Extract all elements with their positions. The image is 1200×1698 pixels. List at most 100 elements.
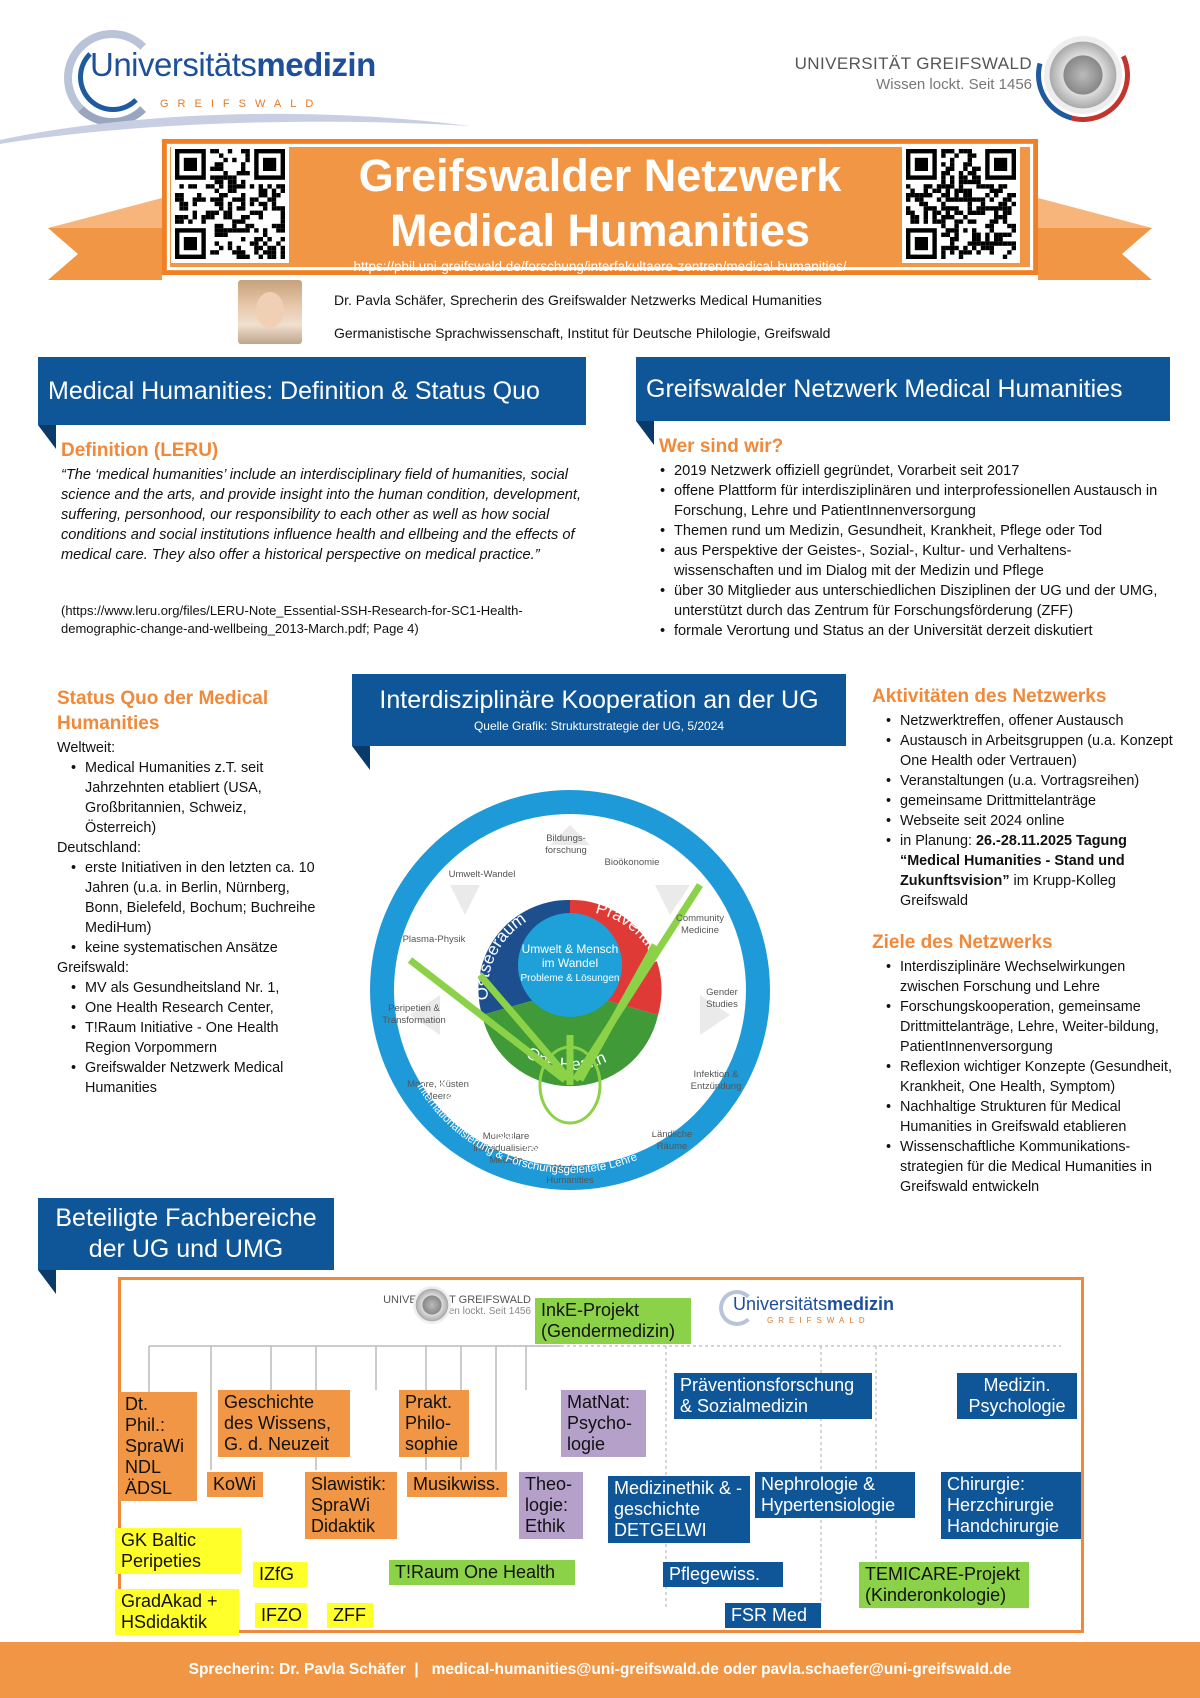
list-item: Nachhaltige Strukturen für Medical Human… — [886, 1097, 1176, 1137]
svg-text:Medicine: Medicine — [681, 925, 719, 936]
footer-contact[interactable]: Sprecherin: Dr. Pavla Schäfer | medical-… — [0, 1642, 1200, 1698]
definition-source: (https://www.leru.org/files/LERU-Note_Es… — [61, 603, 523, 636]
list-item: One Health Research Center, — [71, 998, 317, 1018]
svg-text:Peripetien &: Peripetien & — [388, 1003, 440, 1014]
box-fsr-med: FSR Med — [725, 1603, 821, 1628]
svg-text:individualisierte: individualisierte — [474, 1143, 539, 1154]
network-url[interactable]: https://phil.uni-greifswald.de/forschung… — [353, 259, 847, 274]
list-item: Veranstaltungen (u.a. Vortragsreihen) — [886, 771, 1176, 791]
svg-text:Moore, Küsten: Moore, Küsten — [407, 1079, 469, 1090]
list-item: aus Perspektive der Geistes-, Sozial-, K… — [660, 541, 1170, 581]
list-item: 2019 Netzwerk offiziell gegründet, Vorar… — [660, 461, 1170, 481]
svg-text:Umwelt & Mensch: Umwelt & Mensch — [522, 942, 619, 956]
list-item: Medical Humanities z.T. seit Jahrzehnten… — [71, 758, 317, 838]
qr-code-left[interactable] — [171, 145, 289, 263]
ug-logo: UNIVERSITÄT GREIFSWALD Wissen lockt. Sei… — [795, 10, 1160, 140]
who-heading: Wer sind wir? — [659, 436, 784, 457]
box-zff: ZFF — [327, 1603, 373, 1628]
svg-text:Bildungs-: Bildungs- — [546, 833, 586, 844]
box-izfg: IZfG — [253, 1562, 307, 1587]
svg-text:Infektion &: Infektion & — [694, 1069, 740, 1080]
definition-heading: Definition (LERU) — [61, 440, 219, 461]
svg-text:Studies: Studies — [706, 999, 738, 1010]
goals-heading: Ziele des Netzwerks — [872, 932, 1053, 953]
header-fold — [38, 425, 56, 449]
list-item: formale Verortung und Status an der Univ… — [660, 621, 1170, 641]
svg-text:Community: Community — [676, 913, 724, 924]
status-heading: Status Quo der Medical Humanities — [57, 688, 269, 734]
svg-text:Transformation: Transformation — [382, 1015, 446, 1026]
header-fold — [636, 421, 654, 445]
box-praevention: Präventionsforschung & Sozialmedizin — [674, 1373, 872, 1419]
box-slawistik: Slawistik: SpraWi Didaktik — [305, 1472, 397, 1539]
list-item: keine systematischen Ansätze — [71, 938, 317, 958]
list-item: Wissenschaftliche Kommunikations-strateg… — [886, 1137, 1176, 1197]
box-medpsy: Medizin. Psychologie — [957, 1373, 1077, 1419]
title-line-1: Greifswalder Netzwerk — [358, 150, 842, 201]
header-fold — [352, 746, 370, 770]
status-body: Weltweit: Medical Humanities z.T. seit J… — [57, 738, 317, 1098]
list-item: Austausch in Arbeitsgruppen (u.a. Konzep… — [886, 731, 1176, 771]
svg-text:Ländliche: Ländliche — [652, 1129, 693, 1140]
umg-logo: Universitätsmedizin GREIFSWALD — [52, 22, 376, 126]
box-dt-phil: Dt. Phil.: SpraWi NDL ÄDSL — [119, 1392, 197, 1501]
box-temicare: TEMICARE-Projekt (Kinderonkologie) — [859, 1562, 1029, 1608]
list-item: erste Initiativen in den letzten ca. 10 … — [71, 858, 317, 938]
umg-small-logo: Universitätsmedizin GREIFSWALD — [711, 1288, 901, 1328]
who-list: 2019 Netzwerk offiziell gegründet, Vorar… — [660, 461, 1170, 641]
institute-line: Germanistische Sprachwissenschaft, Insti… — [334, 325, 831, 341]
box-chirurgie: Chirurgie: Herzchirurgie Handchirurgie — [941, 1472, 1081, 1539]
definition-text: “The ‘medical humanities’ include an int… — [61, 467, 582, 563]
svg-text:forschung: forschung — [545, 845, 587, 856]
title-line-2: Medical Humanities — [389, 205, 811, 256]
box-gradakad: GradAkad + HSdidaktik — [115, 1589, 239, 1635]
list-item: offene Plattform für interdisziplinären … — [660, 481, 1170, 521]
box-musikwiss: Musikwiss. — [407, 1472, 507, 1497]
header-swoosh — [0, 113, 470, 144]
header-fold — [38, 1270, 56, 1294]
list-item: T!Raum Initiative - One Health Region Vo… — [71, 1018, 317, 1058]
svg-text:Räume: Räume — [657, 1141, 688, 1152]
list-item: MV als Gesundheitsland Nr. 1, — [71, 978, 317, 998]
svg-text:Meere: Meere — [425, 1091, 452, 1102]
list-item: Netzwerktreffen, offener Austausch — [886, 711, 1176, 731]
list-item: Themen rund um Medizin, Gesundheit, Kran… — [660, 521, 1170, 541]
svg-text:Entzündung: Entzündung — [691, 1081, 742, 1092]
svg-text:Probleme & Lösungen: Probleme & Lösungen — [521, 973, 620, 984]
list-item: Interdisziplinäre Wechselwirkungen zwisc… — [886, 957, 1176, 997]
author-line: Dr. Pavla Schäfer, Sprecherin des Greifs… — [334, 292, 822, 308]
section-header-network: Greifswalder Netzwerk Medical Humanities — [636, 357, 1170, 421]
list-item: über 30 Mitglieder aus unterschiedlichen… — [660, 581, 1170, 621]
box-medethik: Medizinethik & -geschichte DETGELWI — [608, 1476, 750, 1543]
box-traum: T!Raum One Health — [389, 1560, 575, 1585]
list-item: Greifswalder Netzwerk Medical Humanities — [71, 1058, 317, 1098]
svg-text:Bioökonomie: Bioökonomie — [605, 857, 660, 868]
section-header-coop: Interdisziplinäre Kooperation an der UG … — [352, 674, 846, 746]
list-item: in Planung: 26.-28.11.2025 Tagung “Medic… — [886, 831, 1176, 911]
section-header-definition: Medical Humanities: Definition & Status … — [38, 357, 586, 425]
svg-text:Plasma-Physik: Plasma-Physik — [403, 934, 466, 945]
list-item: Webseite seit 2024 online — [886, 811, 1176, 831]
box-matnat: MatNat: Psycho-logie — [561, 1390, 646, 1457]
activities-heading: Aktivitäten des Netzwerks — [872, 686, 1107, 707]
box-pflegewiss: Pflegewiss. — [663, 1562, 783, 1587]
svg-text:Gender: Gender — [706, 987, 738, 998]
box-nephro: Nephrologie & Hypertensiologie — [755, 1472, 915, 1518]
box-theologie: Theo-logie: Ethik — [519, 1472, 583, 1539]
list-item: Reflexion wichtiger Konzepte (Gesundheit… — [886, 1057, 1176, 1097]
goals-list: Interdisziplinäre Wechselwirkungen zwisc… — [886, 957, 1176, 1197]
svg-text:Umwelt-Wandel: Umwelt-Wandel — [449, 869, 516, 880]
svg-text:Molekulare: Molekulare — [483, 1131, 529, 1142]
list-item: gemeinsame Drittmittelanträge — [886, 791, 1176, 811]
box-geschichte: Geschichte des Wissens, G. d. Neuzeit — [218, 1390, 350, 1457]
box-kowi: KoWi — [207, 1472, 263, 1497]
box-gk-baltic: GK Baltic Peripeties — [115, 1528, 241, 1574]
svg-text:Medical: Medical — [554, 1163, 587, 1174]
box-inke: InkE-Projekt (Gendermedizin) — [535, 1298, 691, 1344]
activities-list: Netzwerktreffen, offener Austausch Austa… — [886, 711, 1176, 911]
box-ifzo: IFZO — [255, 1603, 307, 1628]
qr-code-right[interactable] — [902, 145, 1020, 263]
svg-text:Medizin: Medizin — [490, 1155, 523, 1166]
departments-chart: UNIVERSITÄT GREIFSWALD Wissen lockt. Sei… — [115, 1277, 1084, 1635]
